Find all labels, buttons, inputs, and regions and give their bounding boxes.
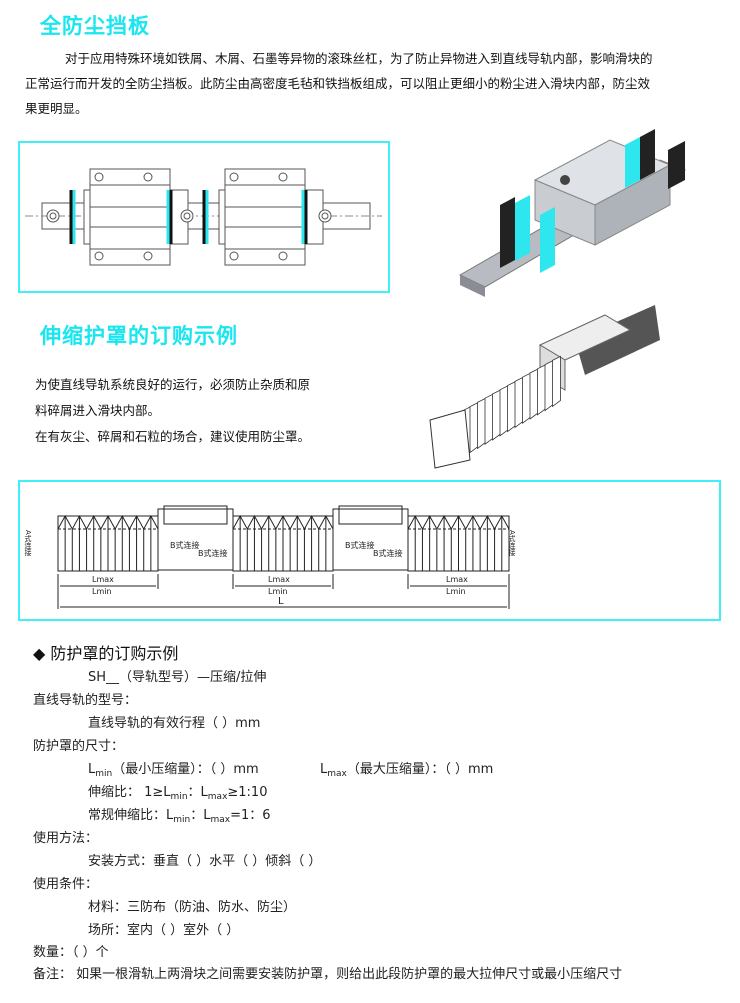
conditions-label: 使用条件： xyxy=(33,877,99,892)
b-connection-label: B式连接 xyxy=(373,548,403,558)
bellows-cover-photo xyxy=(429,305,660,469)
lmin-label: Lmin xyxy=(446,587,466,596)
quantity-field: 数量：（ ）个 xyxy=(33,945,109,960)
bellows-fold xyxy=(522,372,531,424)
bellows-fold xyxy=(499,385,509,437)
bellows-fold xyxy=(552,355,561,408)
model-code: SH__（导轨型号）—压缩/拉伸 xyxy=(88,670,267,685)
section-title-dust-plate: 全防尘挡板 xyxy=(40,14,150,38)
lmax-label: Lmax xyxy=(268,575,290,584)
bellows-fold xyxy=(514,376,524,429)
lmax-label: Lmax xyxy=(446,575,468,584)
paragraph-line: 对于应用特殊环境如铁屑、木屑、石墨等异物的滚珠丝杠，为了防止异物进入到直线导轨内… xyxy=(65,51,653,66)
mount-field: 安装方式：垂直（ ）水平（ ）倾斜（ ） xyxy=(88,854,322,869)
paragraph-line: 正常运行而开发的全防尘挡板。此防尘由高密度毛毡和铁挡板组成，可以阻止更细小的粉尘… xyxy=(25,76,651,91)
b-connection-label: B式连接 xyxy=(198,548,228,558)
a-connection-label: A式连接 xyxy=(24,530,32,557)
rail-model-label: 直线导轨的型号： xyxy=(33,693,138,708)
bellows-dimension-svg: Lmax Lmin Lmax Lmin Lmax Lmin L B式连接 B式连… xyxy=(24,505,516,609)
bellows-fold xyxy=(529,368,539,420)
b-connection-label: B式连接 xyxy=(345,540,375,550)
ratio-line: 伸缩比： 1≥Lmin：Lmax≥1:10 xyxy=(88,785,268,802)
bellows-fold xyxy=(537,364,546,416)
paragraph-line: 果更明显。 xyxy=(25,101,88,116)
normal-ratio-line: 常规伸缩比：Lmin：Lmax=1：6 xyxy=(88,808,271,825)
rail-blocks-drawing xyxy=(25,168,382,266)
usage-label: 使用方法： xyxy=(33,831,99,846)
order-heading-text: 防护罩的订购示例 xyxy=(50,644,179,663)
bellows-fold xyxy=(544,359,554,412)
diamond-bullet-icon: ◆ xyxy=(33,644,51,663)
order-heading: ◆ 防护罩的订购示例 xyxy=(33,640,178,664)
lmin-label: Lmin xyxy=(268,587,288,596)
intro-line: 在有灰尘、碎屑和石粒的场合，建议使用防尘罩。 xyxy=(35,429,311,444)
section-title-bellows-order: 伸缩护罩的订购示例 xyxy=(40,324,238,348)
lmax-field: Lmax（最大压缩量）：（ ）mm xyxy=(320,762,494,779)
note-line: 备注： 如果一根滑轨上两滑块之间需要安装防护罩，则给出此段防护罩的最大拉伸尺寸或… xyxy=(33,967,623,982)
b-connection-label: B式连接 xyxy=(170,540,200,550)
stroke-field: 直线导轨的有效行程（ ）mm xyxy=(88,716,261,731)
bellows-fold xyxy=(469,401,479,454)
lmin-label: Lmin xyxy=(92,587,112,596)
material-line: 材料：三防布（防油、防水、防尘） xyxy=(88,900,297,915)
place-field: 场所：室内（ ）室外（ ） xyxy=(88,923,240,938)
bellows-fold xyxy=(477,397,486,450)
bellows-fold xyxy=(492,389,501,441)
total-length-label: L xyxy=(278,596,284,607)
bellows-fold xyxy=(507,380,516,433)
bellows-fold xyxy=(484,393,494,445)
a-connection-label: A式连接 xyxy=(508,530,516,557)
rail-dust-plate-drawing xyxy=(18,141,390,293)
intro-line: 为使直线导轨系统良好的运行，必须防止杂质和原 xyxy=(35,377,311,392)
intro-line: 料碎屑进入滑块内部。 xyxy=(35,403,161,418)
lmin-field: Lmin（最小压缩量）：（ ）mm xyxy=(88,762,259,779)
size-label: 防护罩的尺寸： xyxy=(33,739,125,754)
lmax-label: Lmax xyxy=(92,575,114,584)
bellows-dimension-drawing: Lmax Lmin Lmax Lmin Lmax Lmin L B式连接 B式连… xyxy=(18,480,721,621)
linear-guide-dust-plate-photo xyxy=(458,129,687,297)
